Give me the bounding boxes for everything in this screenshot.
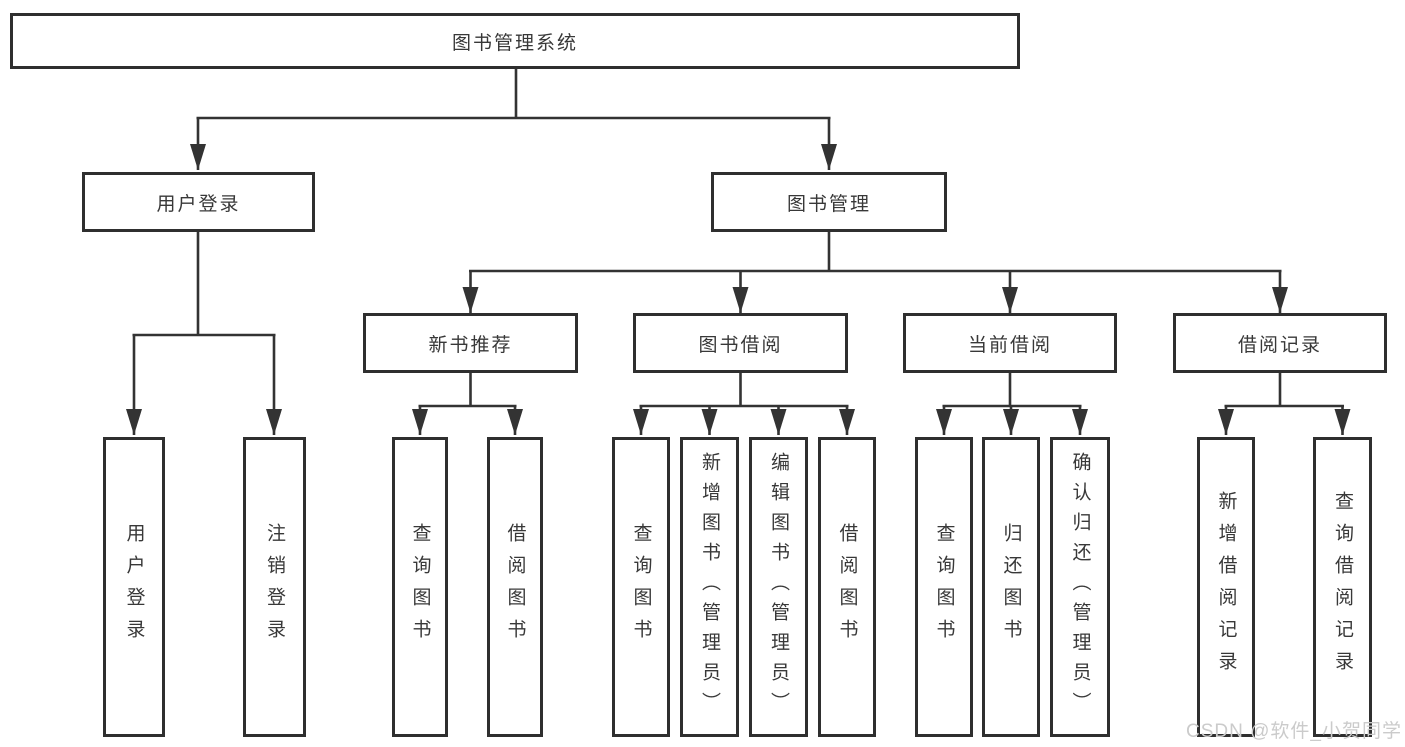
leaf-query-books-borrow: 查询图书 [612,437,670,737]
leaf-confirm-return-admin: 确认归还（管理员） [1050,437,1110,737]
leaf-return-books: 归还图书 [982,437,1040,737]
leaf-borrow-books-borrow: 借阅图书 [818,437,876,737]
leaf-label: 借阅图书 [504,523,526,651]
node-book-borrow: 图书借阅 [633,313,848,373]
leaf-edit-books-admin: 编辑图书（管理员） [749,437,808,737]
node-book-management: 图书管理 [711,172,947,232]
leaf-label: 借阅图书 [836,523,858,651]
leaf-label: 新增借阅记录 [1215,491,1237,683]
leaf-label: 查询图书 [409,523,431,651]
leaf-query-books-recommend: 查询图书 [392,437,448,737]
leaf-label: 查询借阅记录 [1332,491,1353,683]
node-label: 图书管理系统 [451,32,578,54]
connector-book-borrow-children [633,373,855,435]
connector-user-login-children [126,232,282,435]
leaf-label: 注销登录 [264,523,285,651]
connector-current-borrow-children [936,373,1088,435]
connector-book-management-children [462,232,1288,313]
leaf-add-books-admin: 新增图书（管理员） [680,437,739,737]
leaf-label: 归还图书 [1000,523,1022,651]
node-current-borrow: 当前借阅 [903,313,1117,373]
node-library-management-system: 图书管理系统 [10,13,1020,69]
node-label: 用户登录 [156,193,241,215]
node-new-book-recommend: 新书推荐 [363,313,578,373]
leaf-label: 新增图书（管理员） [699,452,720,722]
leaf-query-borrow-record: 查询借阅记录 [1313,437,1372,737]
node-label: 借阅记录 [1237,334,1322,356]
leaf-borrow-books-recommend: 借阅图书 [487,437,543,737]
leaf-user-login: 用户登录 [103,437,165,737]
leaf-label: 查询图书 [630,523,652,651]
leaf-label: 编辑图书（管理员） [768,452,789,722]
leaf-query-books-current: 查询图书 [915,437,973,737]
leaf-logout-login: 注销登录 [243,437,306,737]
connector-root-to-level2 [190,69,837,170]
leaf-label: 确认归还（管理员） [1069,452,1091,722]
connector-borrow-records-children [1218,373,1351,435]
node-label: 图书借阅 [698,334,783,356]
leaf-label: 用户登录 [123,523,145,651]
node-label: 当前借阅 [967,334,1052,356]
leaf-label: 查询图书 [933,523,955,651]
node-label: 新书推荐 [428,334,513,356]
node-label: 图书管理 [786,193,871,215]
node-borrow-records: 借阅记录 [1173,313,1387,373]
csdn-watermark: CSDN @软件_小贺同学 [1186,721,1402,742]
leaf-add-borrow-record: 新增借阅记录 [1197,437,1255,737]
node-user-login: 用户登录 [82,172,315,232]
connector-new-book-recommend-children [412,373,523,435]
